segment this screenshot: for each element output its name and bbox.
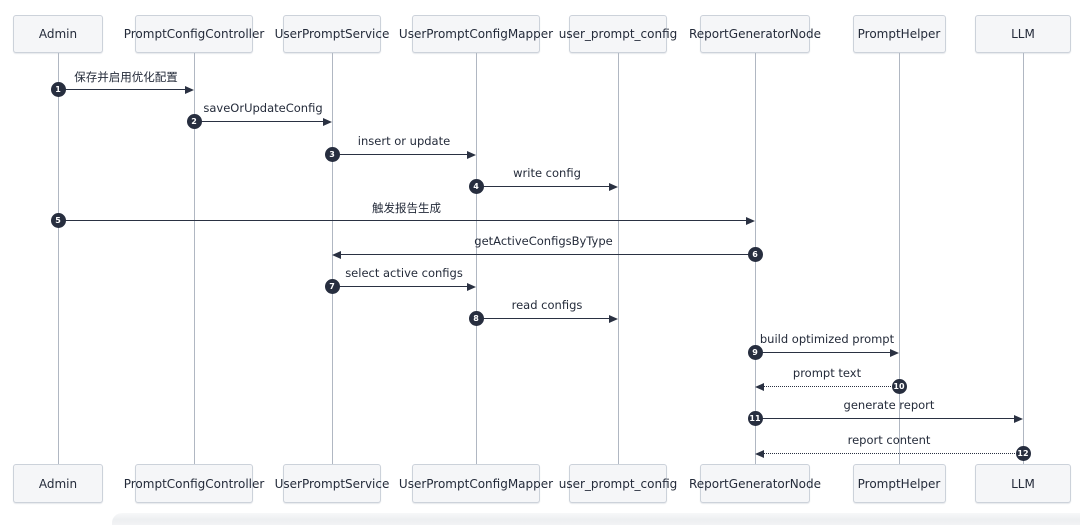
lifeline-admin xyxy=(58,53,59,464)
message-arrowhead-5 xyxy=(746,216,755,225)
lifeline-user-prompt-config xyxy=(618,53,619,464)
message-arrowhead-2 xyxy=(323,117,332,126)
message-line-9 xyxy=(755,352,891,353)
message-line-4 xyxy=(476,186,610,187)
message-arrowhead-4 xyxy=(609,182,618,191)
message-seq-badge-10: 10 xyxy=(891,378,907,394)
message-label-8: read configs xyxy=(511,298,583,312)
lifeline-llm xyxy=(1023,53,1024,464)
message-seq-badge-11: 11 xyxy=(747,410,763,426)
actor-bottom-prompthelper: PromptHelper xyxy=(852,464,946,503)
message-seq-badge-12: 12 xyxy=(1015,445,1031,461)
message-label-6: getActiveConfigsByType xyxy=(474,234,613,248)
message-line-8 xyxy=(476,318,610,319)
message-seq-badge-4: 4 xyxy=(468,178,484,194)
actor-bottom-promptconfigcontroller: PromptConfigController xyxy=(124,464,264,503)
message-label-5: 触发报告生成 xyxy=(372,201,441,215)
message-seq-badge-9: 9 xyxy=(747,344,763,360)
message-arrowhead-1 xyxy=(185,85,194,94)
message-label-9: build optimized prompt xyxy=(759,332,895,346)
actor-top-admin: Admin xyxy=(13,15,103,53)
bottom-page-edge xyxy=(112,513,1080,525)
message-line-3 xyxy=(332,154,468,155)
actor-top-userpromptservice: UserPromptService xyxy=(275,15,389,53)
actor-top-reportgeneratornode: ReportGeneratorNode xyxy=(689,15,821,53)
lifeline-userpromptservice xyxy=(332,53,333,464)
message-label-11: generate report xyxy=(843,398,935,412)
message-label-2: saveOrUpdateConfig xyxy=(203,101,323,115)
message-arrowhead-9 xyxy=(890,348,899,357)
actor-top-llm: LLM xyxy=(975,15,1071,53)
message-seq-badge-3: 3 xyxy=(324,146,340,162)
lifeline-prompthelper xyxy=(899,53,900,464)
actor-top-userpromptconfigmapper: UserPromptConfigMapper xyxy=(399,15,553,53)
message-arrowhead-11 xyxy=(1014,414,1023,423)
message-line-2 xyxy=(194,121,324,122)
message-label-10: prompt text xyxy=(792,366,862,380)
message-line-1 xyxy=(58,89,186,90)
message-line-5 xyxy=(58,220,747,221)
actor-top-prompthelper: PromptHelper xyxy=(852,15,946,53)
message-line-7 xyxy=(332,286,468,287)
message-line-6 xyxy=(340,254,755,255)
message-seq-badge-2: 2 xyxy=(186,113,202,129)
message-seq-badge-8: 8 xyxy=(468,310,484,326)
message-seq-badge-1: 1 xyxy=(50,81,66,97)
message-label-1: 保存并启用优化配置 xyxy=(74,70,178,84)
message-line-10 xyxy=(763,386,899,387)
actor-top-user-prompt-config: user_prompt_config xyxy=(559,15,677,53)
message-seq-badge-7: 7 xyxy=(324,278,340,294)
message-line-11 xyxy=(755,418,1015,419)
actor-bottom-userpromptservice: UserPromptService xyxy=(275,464,389,503)
actor-bottom-userpromptconfigmapper: UserPromptConfigMapper xyxy=(399,464,553,503)
message-label-4: write config xyxy=(513,166,581,180)
message-arrowhead-8 xyxy=(609,314,618,323)
message-label-3: insert or update xyxy=(357,134,451,148)
actor-bottom-llm: LLM xyxy=(975,464,1071,503)
actor-bottom-user-prompt-config: user_prompt_config xyxy=(559,464,677,503)
actor-bottom-reportgeneratornode: ReportGeneratorNode xyxy=(689,464,821,503)
message-label-7: select active configs xyxy=(345,266,463,280)
lifeline-userpromptconfigmapper xyxy=(476,53,477,464)
message-arrowhead-7 xyxy=(467,282,476,291)
message-arrowhead-12 xyxy=(755,449,764,458)
message-label-12: report content xyxy=(847,433,931,447)
message-arrowhead-6 xyxy=(332,250,341,259)
actor-top-promptconfigcontroller: PromptConfigController xyxy=(124,15,264,53)
message-line-12 xyxy=(763,453,1023,454)
lifeline-promptconfigcontroller xyxy=(194,53,195,464)
message-seq-badge-5: 5 xyxy=(50,212,66,228)
actor-bottom-admin: Admin xyxy=(13,464,103,503)
message-arrowhead-3 xyxy=(467,150,476,159)
message-seq-badge-6: 6 xyxy=(747,246,763,262)
message-arrowhead-10 xyxy=(755,382,764,391)
